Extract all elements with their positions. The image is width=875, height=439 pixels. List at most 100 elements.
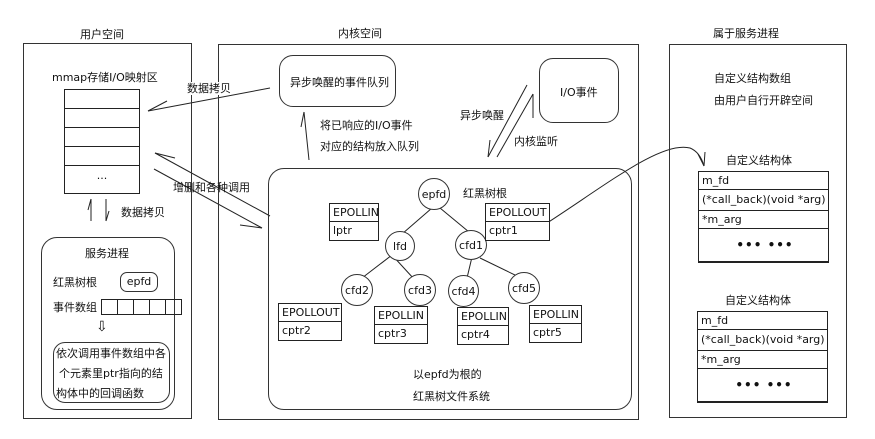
vcopy-down-head xyxy=(105,210,110,222)
mmap-slot xyxy=(65,109,139,128)
crud-label: 增删和各种调用 xyxy=(173,181,250,194)
tree-root-label: 红黑树根 xyxy=(463,187,507,200)
user-space-panel xyxy=(23,43,192,419)
vertical-copy-label: 数据拷贝 xyxy=(121,206,165,219)
kernel-listen-label: 内核监听 xyxy=(514,135,558,148)
tag-ptr: cptr1 xyxy=(489,224,518,237)
async-wake-arrow xyxy=(487,84,528,158)
tag-cptr3: EPOLLIN cptr3 xyxy=(374,306,428,344)
tag-cptr2: EPOLLOUT cptr2 xyxy=(278,303,342,341)
tag-cptr5: EPOLLIN cptr5 xyxy=(529,305,582,343)
mmap-region: ... xyxy=(64,89,140,194)
async-wake-head xyxy=(487,139,491,158)
struct-title: 自定义结构体 xyxy=(725,294,791,307)
crud-arrow-line-1 xyxy=(154,152,271,217)
tag-event: EPOLLOUT xyxy=(486,204,549,222)
struct-field: m_fd xyxy=(698,312,827,330)
event-array xyxy=(101,299,182,315)
kernel-listen-arrow xyxy=(496,93,534,158)
struct-field: m_fd xyxy=(699,172,828,190)
custom-struct: m_fd (*call_back)(void *arg) *m_arg ••• … xyxy=(698,171,829,263)
user-space-title: 用户空间 xyxy=(80,28,124,41)
service-process-box xyxy=(41,237,175,410)
struct-ellipsis: ••• ••• xyxy=(699,229,828,262)
enqueue-arrow xyxy=(303,111,310,161)
cptr1-head-a xyxy=(697,153,705,167)
vcopy-up-head xyxy=(87,198,92,211)
service-owned-panel xyxy=(669,44,847,418)
tag-event: EPOLLOUT xyxy=(279,304,341,322)
crud-arrowhead-1 xyxy=(154,152,176,159)
tag-event: EPOLLIN xyxy=(375,307,427,325)
edge-epfd-lfd xyxy=(401,207,433,235)
tag-event: EPOLLIN xyxy=(330,204,379,222)
async-queue-label: 异步唤醒的事件队列 xyxy=(290,76,389,89)
enqueue-line-2: 对应的结构放入队列 xyxy=(320,140,419,153)
service-owned-desc-2: 由用户自行开辟空间 xyxy=(714,94,813,107)
edge-lfd-cfd2 xyxy=(361,254,393,279)
callback-box xyxy=(53,342,170,403)
event-array-cell xyxy=(117,299,134,315)
mmap-slot xyxy=(65,147,139,166)
callback-line-1: 依次调用事件数组中各 xyxy=(56,347,166,360)
service-owned-title: 属于服务进程 xyxy=(713,27,779,40)
event-array-cell xyxy=(149,299,166,315)
struct-field: *m_arg xyxy=(698,351,827,369)
service-owned-desc-1: 自定义结构数组 xyxy=(714,72,791,85)
tree-node-cfd4: cfd4 xyxy=(448,275,479,307)
tag-event: EPOLLIN xyxy=(530,306,581,324)
struct-field: (*call_back)(void *arg) xyxy=(698,330,827,351)
edge-cfd1-cfd4 xyxy=(466,256,473,279)
rb-tree-box xyxy=(268,168,632,410)
tag-ptr: cptr4 xyxy=(461,328,490,341)
event-array-cell xyxy=(133,299,150,315)
callback-line-3: 构体中的回调函数 xyxy=(56,387,144,400)
tree-caption-2: 红黑树文件系统 xyxy=(413,390,490,403)
enqueue-arrowhead xyxy=(300,111,305,128)
tree-node-cfd2: cfd2 xyxy=(341,274,373,306)
service-process-title: 服务进程 xyxy=(85,247,129,260)
copy-arrow-line xyxy=(147,87,271,112)
struct-field: *m_arg xyxy=(699,211,828,229)
tree-node-root: epfd xyxy=(418,178,450,210)
copy-arrowhead xyxy=(147,100,168,112)
crud-arrow-line-2 xyxy=(153,168,263,229)
tag-event: EPOLLIN xyxy=(458,308,508,326)
edge-epfd-cfd1 xyxy=(439,207,470,233)
async-queue-box xyxy=(279,55,396,107)
struct-title: 自定义结构体 xyxy=(726,154,792,167)
event-array-label: 事件数组 xyxy=(53,301,97,314)
mmap-label: mmap存储I/O映射区 xyxy=(52,71,158,84)
callback-line-2: 个元素里ptr指向的结 xyxy=(59,367,163,380)
tag-ptr: cptr3 xyxy=(378,327,407,340)
kernel-space-panel xyxy=(218,44,639,420)
tag-ptr: cptr2 xyxy=(282,324,311,337)
tree-node-cfd5: cfd5 xyxy=(508,272,540,304)
io-event-box xyxy=(539,58,619,123)
struct-ellipsis: ••• ••• xyxy=(698,369,827,402)
struct-field: (*call_back)(void *arg) xyxy=(699,190,828,211)
io-event-label: I/O事件 xyxy=(560,86,598,99)
async-wake-label: 异步唤醒 xyxy=(460,109,504,122)
enqueue-line-1: 将已响应的I/O事件 xyxy=(320,119,413,132)
tag-cptr4: EPOLLIN cptr4 xyxy=(457,307,509,345)
cptr1-head-b xyxy=(703,151,706,167)
tag-ptr: lptr xyxy=(333,224,352,237)
custom-struct: m_fd (*call_back)(void *arg) *m_arg ••• … xyxy=(697,311,828,403)
tag-ptr: cptr5 xyxy=(533,326,562,339)
mmap-slot xyxy=(65,90,139,109)
crud-arrowhead-2 xyxy=(239,224,263,229)
tree-caption-1: 以epfd为根的 xyxy=(413,368,482,381)
mmap-slot xyxy=(65,128,139,147)
tag-cptr1: EPOLLOUT cptr1 xyxy=(485,203,550,241)
tree-node-cfd3: cfd3 xyxy=(404,274,436,306)
event-array-cell xyxy=(101,299,118,315)
tag-lptr: EPOLLIN lptr xyxy=(329,203,379,241)
mmap-ellipsis: ... xyxy=(96,169,108,182)
rb-root-label: 红黑树根 xyxy=(53,276,97,289)
event-array-cell xyxy=(165,299,182,315)
down-arrow-icon: ⇩ xyxy=(96,319,108,335)
rb-root-epfd: epfd xyxy=(120,272,158,292)
tree-node-cfd1: cfd1 xyxy=(455,230,487,260)
